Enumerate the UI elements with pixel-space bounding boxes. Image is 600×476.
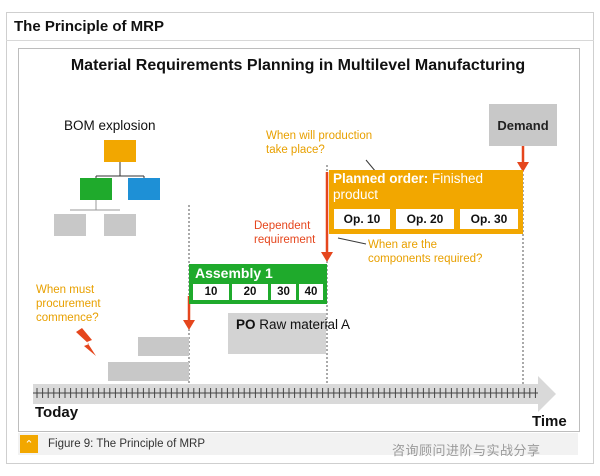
production-question: When will production take place? <box>266 130 373 156</box>
figure-caption-bar <box>18 433 578 455</box>
assembly-op-40: 40 <box>299 284 323 300</box>
watermark-text: 咨询顾问进阶与实战分享 <box>392 443 541 458</box>
planned-op-10: Op. 10 <box>334 209 390 229</box>
procurement-question: When must procurement commence? <box>36 284 101 324</box>
bom-node-gray-left <box>54 214 86 236</box>
diagram-title: Material Requirements Planning in Multil… <box>70 57 526 74</box>
lightning-icon <box>76 328 96 356</box>
po-label-rest: Raw material A <box>255 317 351 332</box>
bom-node-gray-right <box>104 214 136 236</box>
components-question: When are the components required? <box>368 239 483 265</box>
axis-start-label: Today <box>35 404 79 421</box>
bom-explosion-label: BOM explosion <box>64 118 156 133</box>
timeline-axis <box>33 376 556 412</box>
demand-box: Demand <box>489 104 557 146</box>
bom-node-green <box>80 178 112 200</box>
header-divider <box>6 40 594 41</box>
red-arrows <box>76 146 529 356</box>
planned-op-20: Op. 20 <box>396 209 454 229</box>
page-title: The Principle of MRP <box>14 18 165 35</box>
dependent-requirement-label: Dependent requirement <box>254 220 316 246</box>
axis-end-label: Time <box>532 413 567 430</box>
assembly-title: Assembly 1 <box>195 265 273 281</box>
planned-order-title-rest: Finished product <box>333 171 484 202</box>
assembly-op-20: 20 <box>232 284 268 300</box>
bom-node-blue <box>128 178 160 200</box>
bom-tree <box>54 140 160 236</box>
planned-order-title: Planned order: Finished product <box>333 171 513 203</box>
chevron-up-icon[interactable]: ⌃ <box>20 435 38 453</box>
planned-order-title-bold: Planned order: <box>333 171 429 186</box>
po-box <box>228 313 326 354</box>
demand-label: Demand <box>497 117 549 133</box>
po-label: PO Raw material A <box>236 316 350 333</box>
assembly-op-30: 30 <box>271 284 296 300</box>
procurement-bar-upper <box>138 337 189 356</box>
bom-node-top <box>104 140 136 162</box>
po-label-bold: PO <box>236 317 256 332</box>
figure-caption: Figure 9: The Principle of MRP <box>48 438 206 450</box>
procurement-bar-lower <box>108 362 189 381</box>
assembly-op-10: 10 <box>193 284 229 300</box>
planned-op-30: Op. 30 <box>460 209 518 229</box>
